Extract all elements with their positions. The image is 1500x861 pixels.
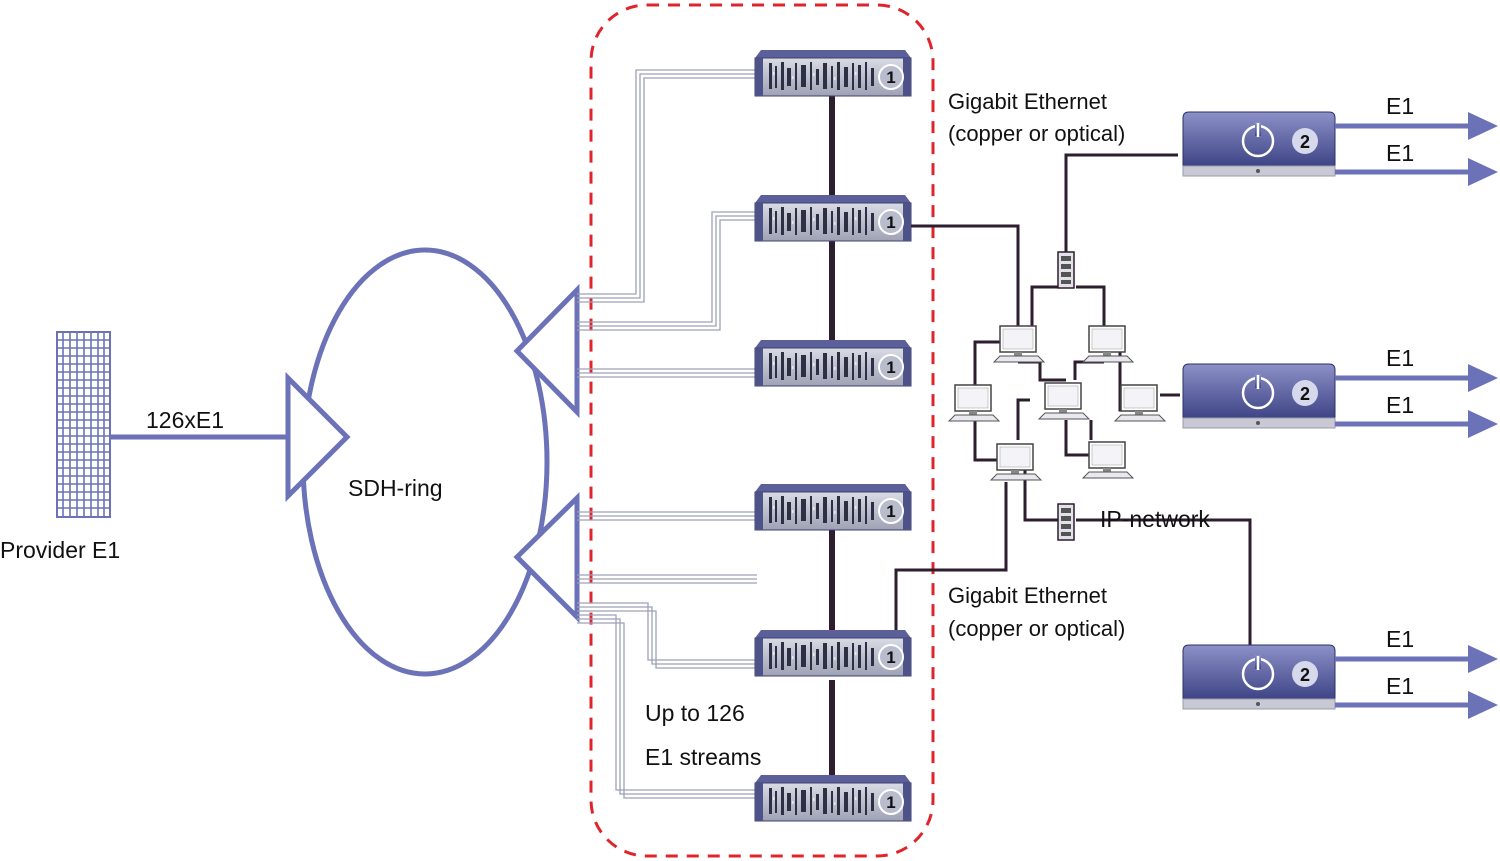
rack-badge: 1 xyxy=(886,793,895,812)
e1-output-label: E1 xyxy=(1386,392,1414,418)
streams-label-line1: Up to 126 xyxy=(645,700,745,726)
e1-output-label: E1 xyxy=(1386,673,1414,699)
ring-exit-triangle-bottom xyxy=(513,492,580,624)
rack-badge: 1 xyxy=(886,648,895,667)
gigabit-sublabel-top: (copper or optical) xyxy=(948,121,1125,146)
gigabit-label-bottom: Gigabit Ethernet xyxy=(948,583,1107,608)
computer-icon xyxy=(948,325,1166,481)
e1-output-label: E1 xyxy=(1386,626,1414,652)
e1-output-label: E1 xyxy=(1386,345,1414,371)
provider-grid-icon xyxy=(56,331,111,518)
ip-network-label: IP-network xyxy=(1100,506,1210,532)
e1-output-label: E1 xyxy=(1386,140,1414,166)
rack-badge: 1 xyxy=(886,213,895,232)
gateway-badge: 2 xyxy=(1300,132,1310,152)
link-label: 126xE1 xyxy=(146,407,224,433)
e1-output-arrows xyxy=(1335,112,1498,719)
e1-bundles xyxy=(577,69,757,799)
gateway-badge: 2 xyxy=(1300,384,1310,404)
streams-label-line2: E1 streams xyxy=(645,744,761,770)
rack-badge: 1 xyxy=(886,68,895,87)
ring-entry-triangle xyxy=(285,371,351,503)
gigabit-label-top: Gigabit Ethernet xyxy=(948,89,1107,114)
gateway-badge: 2 xyxy=(1300,665,1310,685)
gateway-icon xyxy=(1181,110,1337,711)
gigabit-sublabel-bottom: (copper or optical) xyxy=(948,616,1125,641)
ring-label: SDH-ring xyxy=(348,475,443,501)
rack-cluster-boundary xyxy=(589,3,935,858)
ring-exit-triangle-top xyxy=(513,283,580,419)
e1-output-label: E1 xyxy=(1386,93,1414,119)
rack-badge: 1 xyxy=(886,358,895,377)
sdh-ring xyxy=(300,247,550,677)
provider-label: Provider E1 xyxy=(0,537,120,563)
rack-badge: 1 xyxy=(886,502,895,521)
